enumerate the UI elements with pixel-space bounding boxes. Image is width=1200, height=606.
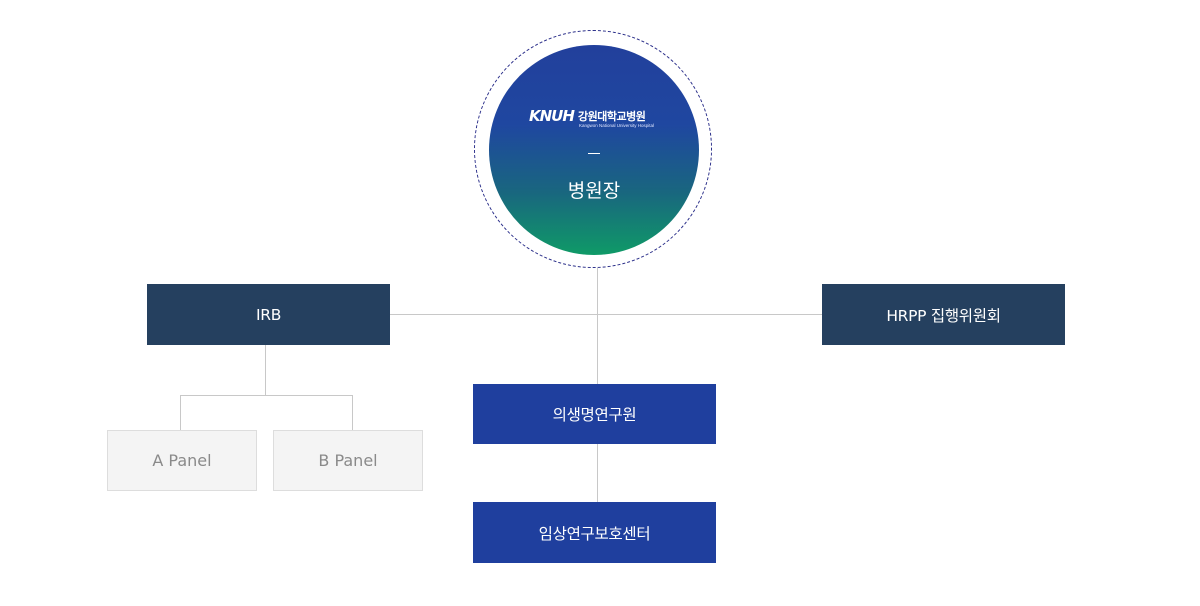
connector-institute-center <box>597 444 598 502</box>
node-research-institute-label: 의생명연구원 <box>552 406 637 424</box>
node-hrpp: HRPP 집행위원회 <box>822 284 1065 345</box>
connector-head-trunk <box>597 268 598 384</box>
connector-panel-a <box>180 395 181 430</box>
head-title: 병원장 <box>567 180 621 202</box>
logo-mark: KNUH <box>529 107 575 125</box>
node-irb-label: IRB <box>255 305 282 324</box>
node-irb: IRB <box>147 284 390 345</box>
connector-horizontal <box>390 314 822 315</box>
logo-subtitle: Kangwon National University Hospital <box>579 123 655 128</box>
node-protection-center-label: 임상연구보호센터 <box>538 524 651 543</box>
title-divider <box>588 153 600 154</box>
hospital-logo: KNUH 강원대학교병원 Kangwon National University… <box>529 105 661 133</box>
node-hrpp-label: HRPP 집행위원회 <box>886 306 1001 325</box>
head-node: KNUH 강원대학교병원 Kangwon National University… <box>489 45 699 255</box>
connector-panel-b <box>352 395 353 430</box>
logo-name: 강원대학교병원 <box>578 110 646 123</box>
connector-panel-branch <box>180 395 353 396</box>
node-panel-b: B Panel <box>273 430 423 491</box>
node-panel-a-label: A Panel <box>152 451 212 470</box>
node-protection-center: 임상연구보호센터 <box>473 502 716 563</box>
node-panel-b-label: B Panel <box>318 451 378 470</box>
head-dashed-ring <box>474 30 712 268</box>
node-research-institute: 의생명연구원 <box>473 384 716 444</box>
connector-irb-down <box>265 345 266 395</box>
node-panel-a: A Panel <box>107 430 257 491</box>
